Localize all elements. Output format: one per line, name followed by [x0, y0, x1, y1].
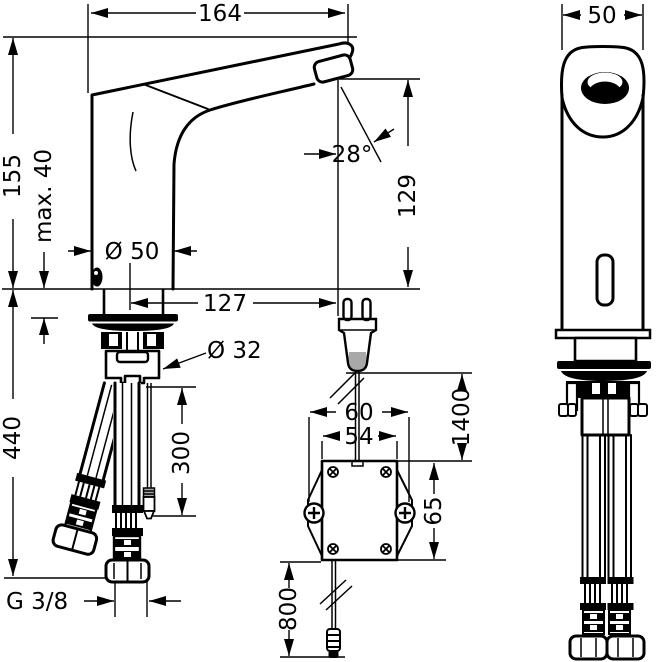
lower-cable: [319, 560, 353, 658]
water-jet-line: [340, 86, 382, 163]
dim-label-440: 440: [0, 416, 26, 460]
sensor-led: [91, 267, 103, 287]
escutcheon-top: [88, 314, 178, 322]
detail-view: [280, 297, 472, 658]
sensor-window: [595, 253, 615, 307]
front-base: [557, 361, 651, 437]
dim-label-129: 129: [395, 174, 421, 218]
control-box: [303, 459, 416, 562]
dim-label-800: 800: [276, 587, 302, 631]
dim-label-300: 300: [169, 431, 195, 475]
faucet-base: [88, 289, 178, 385]
front-body: [554, 93, 652, 363]
dim-label-155: 155: [0, 154, 26, 198]
front-view: [554, 4, 652, 661]
dim-label-65: 65: [421, 496, 447, 525]
front-hoses: [568, 434, 646, 661]
dimension-annotations: 164 155 max. 40 Ø 50 127 Ø 32 440 300 G …: [0, 1, 642, 656]
plug-cable: [329, 371, 365, 461]
dim-label-50: 50: [587, 3, 616, 29]
sensor-cable: [142, 383, 156, 520]
side-view: [2, 4, 420, 617]
mounting-screw-plate: [115, 350, 150, 364]
dim-label-60: 60: [344, 400, 373, 426]
power-plug: [337, 297, 378, 373]
dim-label-1400: 1400: [449, 388, 475, 447]
cable-connector: [142, 496, 156, 512]
dim-label-54: 54: [344, 424, 373, 450]
dim-label-28deg: 28°: [332, 142, 373, 168]
faucet-body: [90, 41, 355, 291]
dim-label-d32: Ø 32: [207, 338, 262, 364]
dim-label-164: 164: [198, 1, 242, 27]
front-spout-head: [560, 45, 646, 139]
bracket-screws: [303, 502, 416, 524]
dim-label-d50: Ø 50: [105, 239, 160, 265]
escutcheon-bottom: [92, 323, 174, 331]
dim-label-max40: max. 40: [31, 149, 57, 243]
dim-label-127: 127: [203, 291, 247, 317]
straight-supply-hose: [104, 381, 151, 584]
aerator: [312, 53, 355, 84]
front-shank: [580, 396, 631, 437]
corner-screws: [327, 466, 392, 555]
dim-label-g38: G 3/8: [6, 589, 68, 615]
